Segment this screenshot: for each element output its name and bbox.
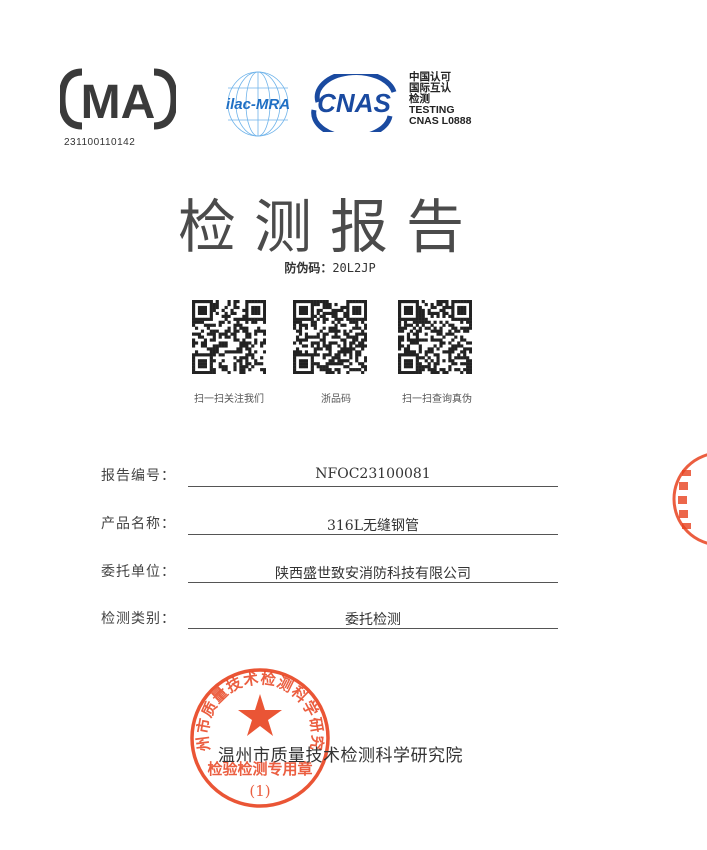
qr-code-verify[interactable] (398, 300, 472, 374)
cnas-accreditation-text: 中国认可 国际互认 检测 TESTING CNAS L0888 (409, 71, 472, 127)
report-number-value: NFOC23100081 (315, 466, 431, 482)
qr-label-follow-us: 扫一扫关注我们 (194, 394, 264, 405)
qr-label-verify: 扫一扫查询真伪 (402, 394, 472, 405)
qr-code-follow-us[interactable] (192, 300, 266, 374)
report-number-label: 报告编号： (101, 468, 176, 484)
cnas-logo: CNAS (311, 74, 397, 132)
client-label: 委托单位： (101, 564, 176, 580)
report-title: 检测报告 (177, 193, 482, 261)
cma-logo: MA (60, 68, 176, 130)
product-name-value: 316L无缝钢管 (326, 518, 420, 534)
institute-name: 温州市质量技术检测科学研究院 (218, 746, 463, 766)
svg-text:MA: MA (81, 76, 156, 129)
test-category-label: 检测类别： (101, 611, 176, 627)
product-name-label: 产品名称： (101, 516, 176, 532)
qr-label-zhejiang-product: 浙品码 (321, 394, 351, 405)
cma-number: 231100110142 (64, 137, 136, 148)
test-category-underline (188, 628, 558, 629)
seal-number: (1) (249, 782, 270, 800)
report-number-underline (188, 486, 558, 487)
anti-fake-code: 防伪码：20L2JP (0, 259, 660, 276)
qr-code-zhejiang-product[interactable] (293, 300, 367, 374)
anti-fake-value: 20L2JP (332, 261, 376, 275)
ilac-mra-logo: ilac‑MRA (226, 71, 290, 137)
partial-seal (672, 453, 707, 545)
client-value: 陕西盛世致安消防科技有限公司 (275, 566, 471, 582)
official-seal: 温州市质量技术检测科学研究院 检验检测专用章 (1) (186, 664, 330, 808)
seal-sub-text: 检验检测专用章 (207, 760, 312, 778)
client-underline (188, 582, 558, 583)
svg-text:CNAS: CNAS (317, 88, 391, 118)
test-category-value: 委托检测 (345, 612, 401, 628)
anti-fake-label: 防伪码： (284, 261, 333, 275)
svg-text:ilac‑MRA: ilac‑MRA (226, 96, 290, 113)
product-name-underline (188, 534, 558, 535)
